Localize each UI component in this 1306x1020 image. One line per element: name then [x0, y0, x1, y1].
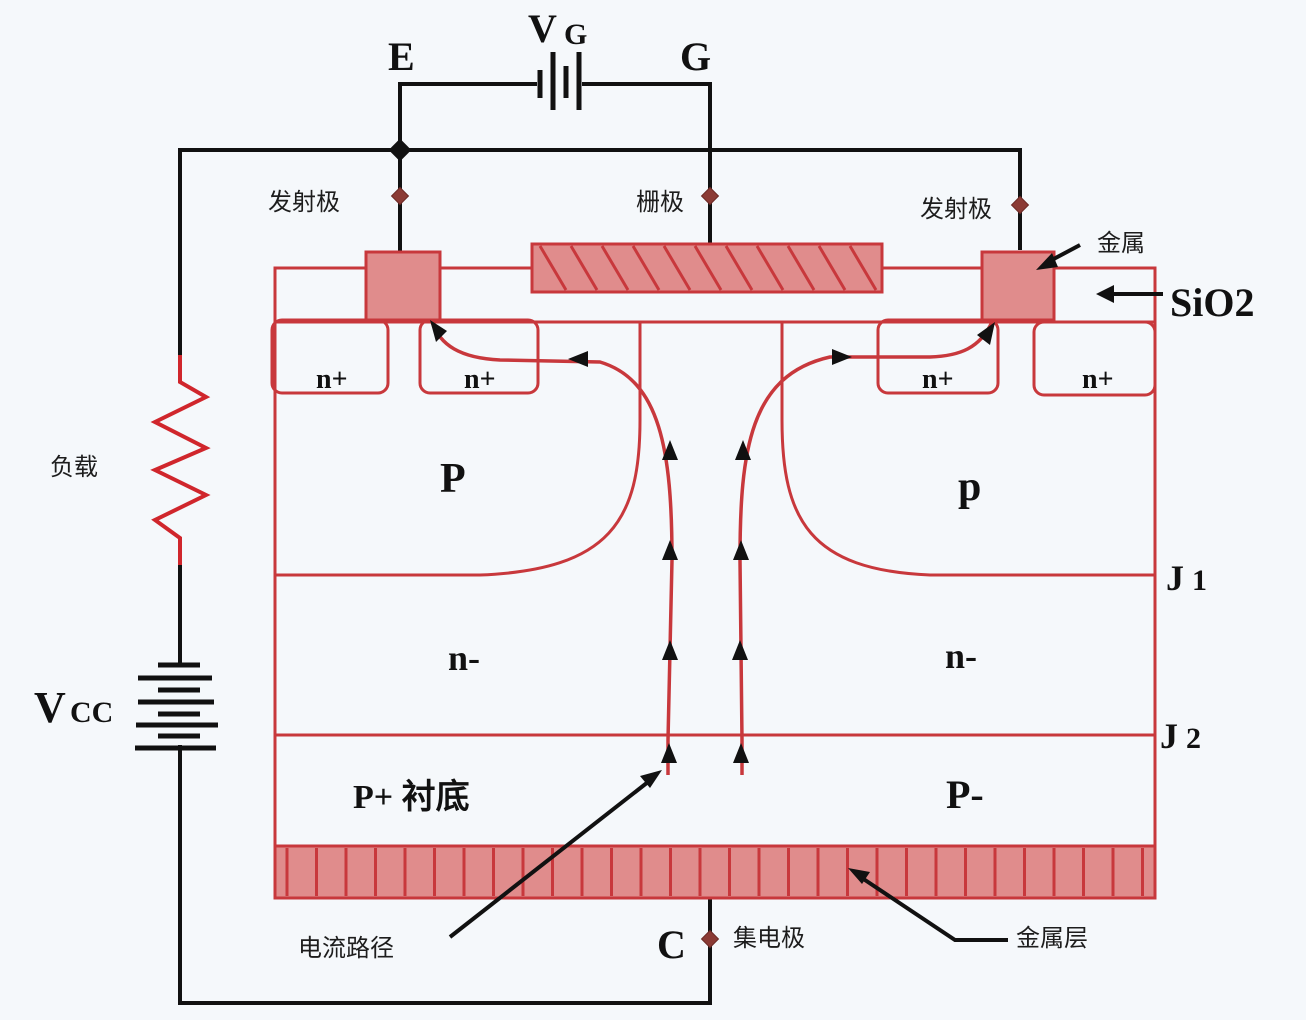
- gate-hatch-line: [631, 245, 661, 291]
- p-body-left: [275, 322, 642, 577]
- arrow-up-icon: [733, 743, 749, 763]
- gate-battery-icon: [537, 52, 582, 110]
- annotation-arrows: [448, 243, 1163, 942]
- p-body-right-label: p: [958, 464, 981, 510]
- n-plus-region-1: [270, 318, 390, 395]
- arrow-up-icon: [662, 540, 678, 560]
- metal-label: 金属: [1097, 229, 1145, 257]
- n-minus-right-label: n-: [945, 636, 977, 676]
- n-plus-label-4: n+: [1082, 364, 1114, 395]
- gate-hatch-line: [724, 245, 754, 291]
- junction-j2-subscript: 2: [1186, 722, 1201, 755]
- n-plus-label-2: n+: [464, 364, 496, 395]
- collector-label: 集电极: [733, 924, 805, 952]
- arrow-up-icon: [733, 540, 749, 560]
- emitter-metal-right: [980, 250, 1056, 322]
- emitter-left-node: [390, 186, 410, 206]
- gate-hatch-line: [538, 245, 568, 291]
- gate-hatch-line: [569, 245, 599, 291]
- emitter-right-node: [1010, 195, 1030, 215]
- n-plus-label-1: n+: [316, 364, 348, 395]
- gate-voltage-label: V: [528, 6, 557, 51]
- device-structure: [270, 242, 1157, 900]
- terminal-nodes: [390, 186, 1030, 949]
- emitter-left-label: 发射极: [268, 188, 340, 216]
- load-resistor-icon: [150, 355, 211, 565]
- current-path-left: [430, 321, 674, 775]
- gate-hatch-line: [600, 245, 630, 291]
- emitter-metal-left: [364, 250, 442, 322]
- labels: E G C V G V CC 发射极 栅极 发射极 金属 SiO2 负载 集电极…: [34, 6, 1254, 967]
- emitter-right-label: 发射极: [920, 195, 992, 223]
- junction-j2-label: J: [1160, 716, 1178, 756]
- wire-emitter-to-gate-battery: [398, 82, 537, 150]
- n-plus-region-2: [418, 318, 540, 395]
- sio2-label: SiO2: [1170, 280, 1254, 325]
- gate-hatch-line: [662, 245, 692, 291]
- collector-terminal-label: C: [657, 922, 686, 967]
- arrow-into-contact-icon: [977, 322, 995, 345]
- junction-j1-subscript: 1: [1192, 564, 1207, 597]
- collector-metal-layer: [273, 844, 1157, 900]
- arrow-left-icon: [568, 351, 588, 367]
- gate-voltage-subscript: G: [564, 18, 587, 51]
- emitter-terminal-label: E: [388, 34, 415, 79]
- p-body-right: [780, 322, 1155, 577]
- n-plus-label-3: n+: [922, 364, 954, 395]
- current-path-label: 电流路径: [298, 934, 394, 962]
- collector-node: [700, 929, 720, 949]
- gate-hatch-line: [817, 245, 847, 291]
- load-label: 负载: [50, 453, 98, 481]
- supply-battery-icon: [135, 662, 218, 751]
- p-body-left-label: P: [440, 456, 466, 502]
- supply-voltage-label: V: [34, 683, 66, 732]
- gate-electrode: [530, 242, 884, 294]
- arrow-up-icon: [662, 640, 678, 660]
- gate-label: 栅极: [636, 188, 684, 216]
- gate-hatch-line: [755, 245, 785, 291]
- arrow-up-icon: [662, 440, 678, 460]
- arrow-up-icon: [732, 640, 748, 660]
- n-minus-left-label: n-: [448, 638, 480, 678]
- arrow-up-icon: [661, 743, 677, 763]
- junction-j1-label: J: [1166, 558, 1184, 598]
- gate-hatch-line: [786, 245, 816, 291]
- gate-node: [700, 186, 720, 206]
- gate-hatch-line: [848, 245, 878, 291]
- gate-terminal-label: G: [680, 34, 711, 79]
- p-plus-substrate-label: P+ 衬底: [353, 778, 470, 816]
- gate-hatch-line: [693, 245, 723, 291]
- current-path: [430, 320, 995, 775]
- n-plus-region-4: [1032, 320, 1157, 397]
- arrow-up-icon: [735, 440, 751, 460]
- supply-voltage-subscript: CC: [70, 696, 113, 729]
- arrow-into-contact-icon: [430, 320, 447, 342]
- p-minus-label: P-: [946, 772, 984, 817]
- arrow-right-icon: [832, 349, 852, 365]
- wire-supply-to-collector: [178, 745, 712, 1005]
- current-path-right: [738, 321, 994, 775]
- metal-layer-label: 金属层: [1016, 924, 1088, 952]
